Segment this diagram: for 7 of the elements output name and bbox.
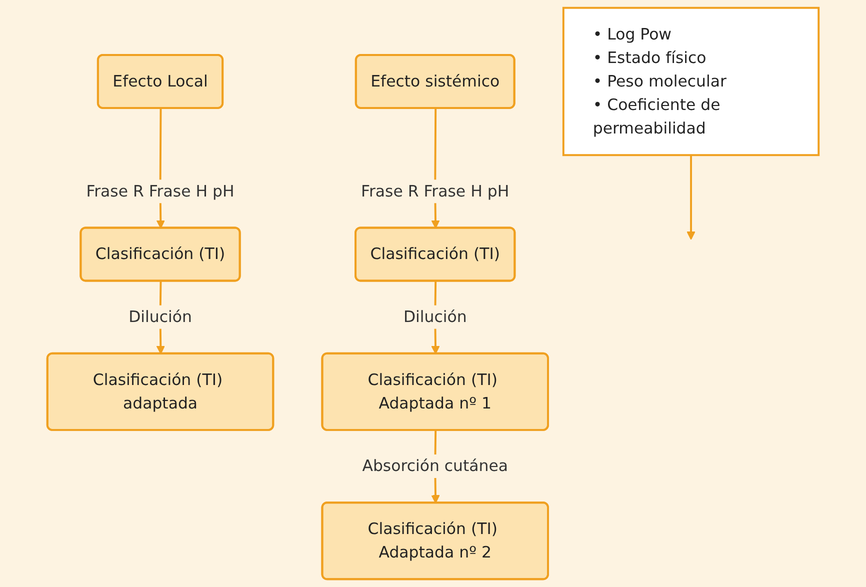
arrow <box>686 155 696 240</box>
edge-label: Dilución <box>403 307 467 326</box>
edge-label: Frase R Frase H pH <box>361 182 510 200</box>
edge-label: Absorción cutánea <box>362 456 508 476</box>
node-box: • Log Pow • Estado físico • Peso molecular • Coeficiente de permeabilidad <box>562 6 820 156</box>
edge-label: Frase R Frase H pH <box>86 182 234 200</box>
edge-label: Dilución <box>128 307 192 326</box>
